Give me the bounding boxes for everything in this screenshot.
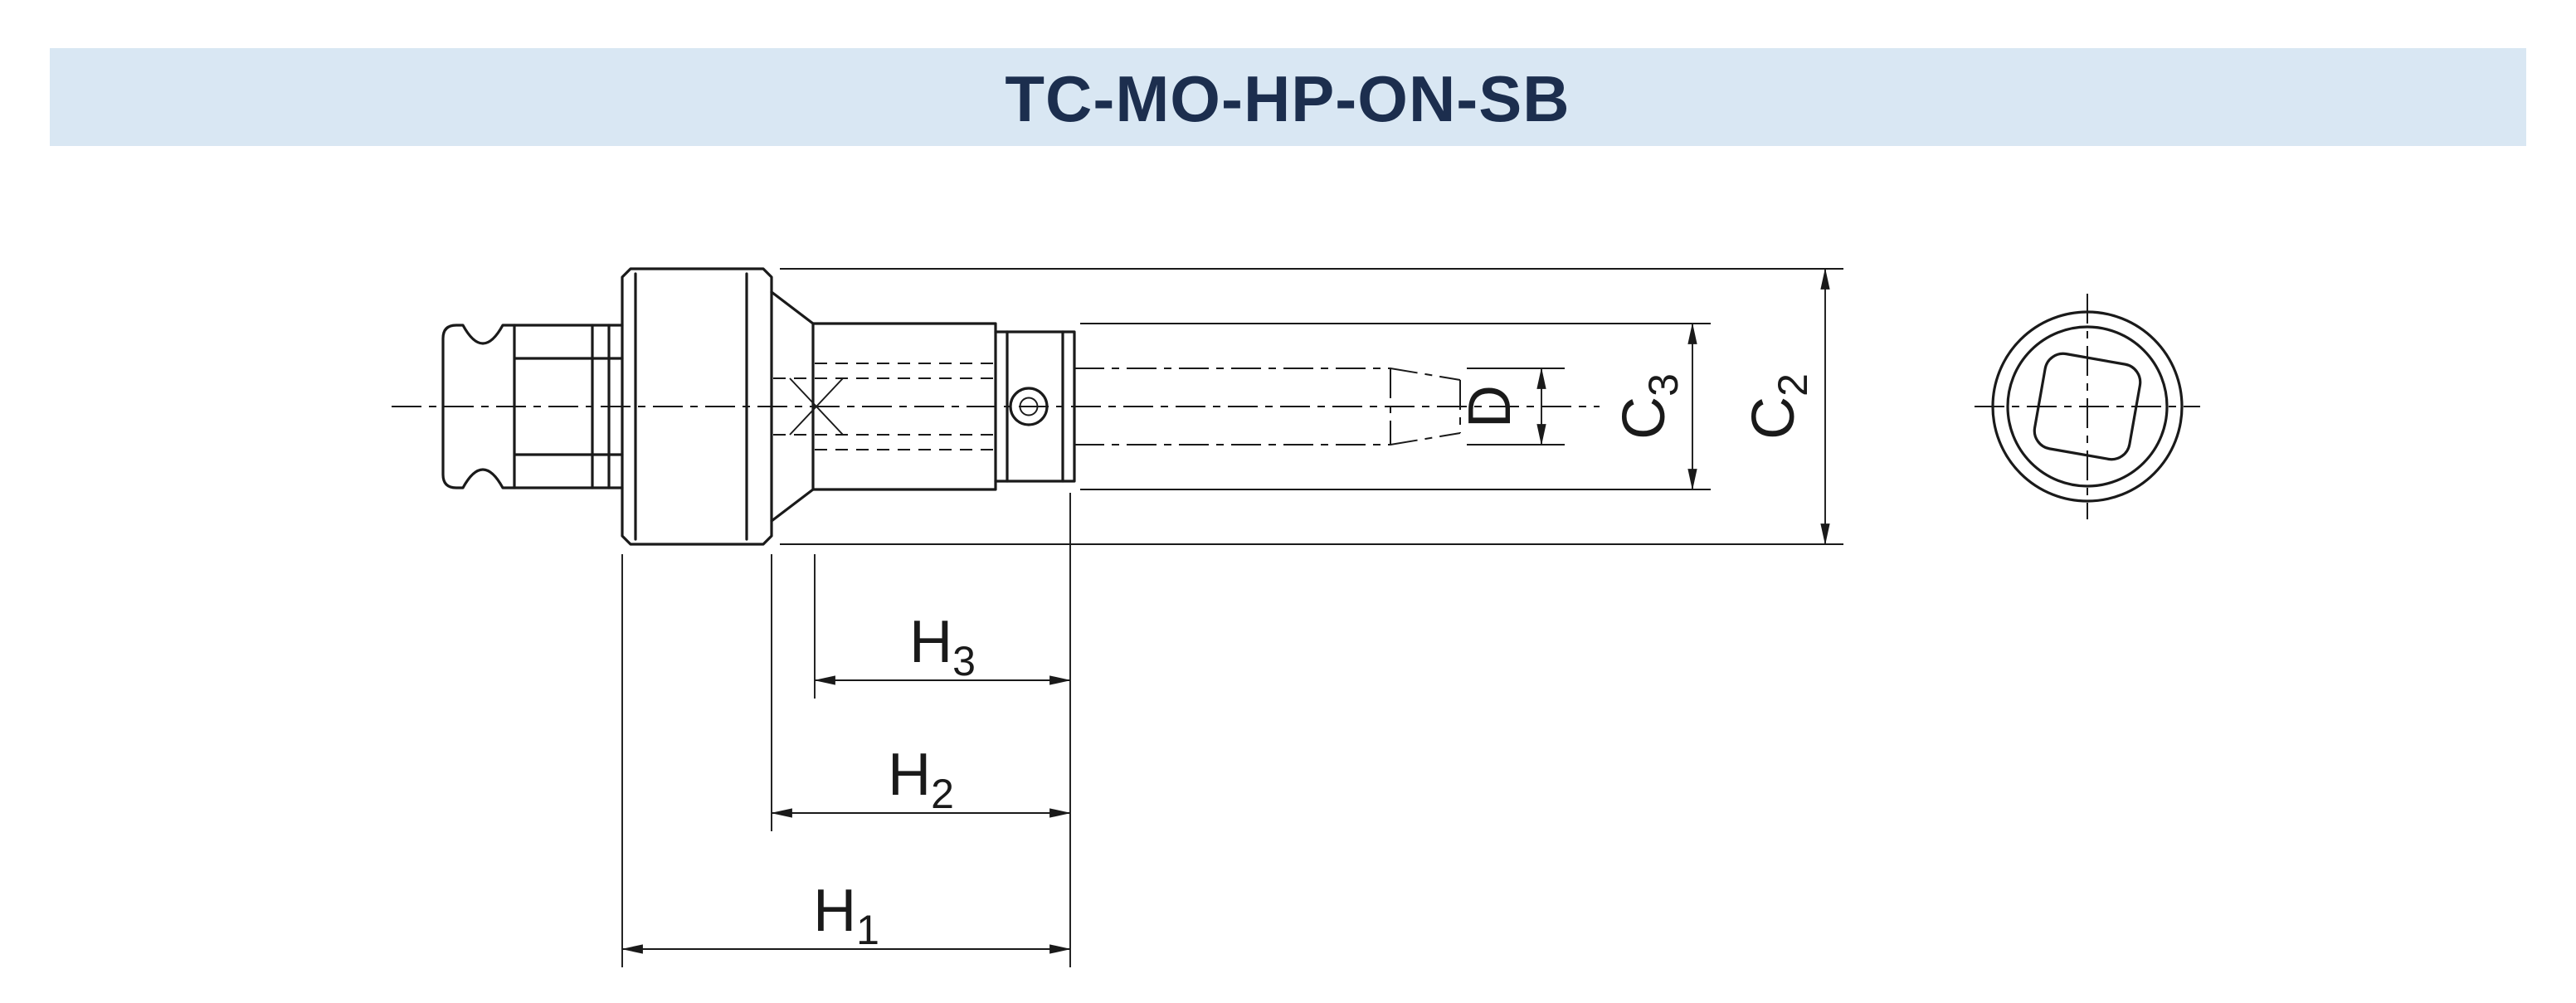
dim-label-h2: H2 (888, 742, 954, 817)
hidden-bore-lines (773, 363, 998, 450)
end-view-centerlines (1975, 294, 2200, 519)
side-view (392, 267, 1600, 546)
cone-transition (770, 290, 815, 523)
end-view-inner-circle (2006, 325, 2169, 488)
quick-change-shank-outline (441, 324, 624, 489)
dim-label-c2: C2 (1741, 373, 1816, 440)
dim-label-c3: C3 (1611, 373, 1687, 440)
body-cylinder-outline (811, 322, 997, 491)
title-band (50, 48, 2526, 146)
flange-outline (621, 267, 773, 546)
dim-label-h3: H3 (909, 609, 976, 684)
extension-lines-bottom (621, 493, 1071, 967)
dimensions: D C3 C2 H3 H2 H1 (621, 267, 1843, 967)
page-title: TC-MO-HP-ON-SB (1005, 62, 1570, 135)
dim-label-d: D (1457, 385, 1523, 428)
tap-square-socket (2033, 352, 2142, 461)
dim-label-h1: H1 (813, 878, 879, 953)
extension-lines-right (780, 268, 1843, 545)
tap-phantom-outline (1074, 368, 1461, 446)
end-view (1975, 294, 2200, 519)
